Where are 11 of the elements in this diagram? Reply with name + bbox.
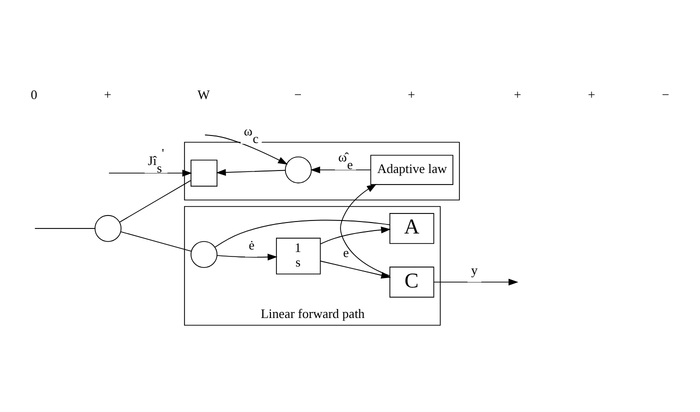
label: + xyxy=(588,86,596,102)
label: + xyxy=(514,86,522,102)
label: − xyxy=(662,86,670,102)
edge-label: ė xyxy=(248,236,255,252)
label: + xyxy=(408,86,416,102)
label: 0 xyxy=(30,86,38,102)
label: W xyxy=(198,86,210,102)
label: − xyxy=(294,86,302,102)
label: + xyxy=(104,86,112,102)
edge-label: y xyxy=(471,262,478,278)
edge-label: e xyxy=(343,244,349,260)
